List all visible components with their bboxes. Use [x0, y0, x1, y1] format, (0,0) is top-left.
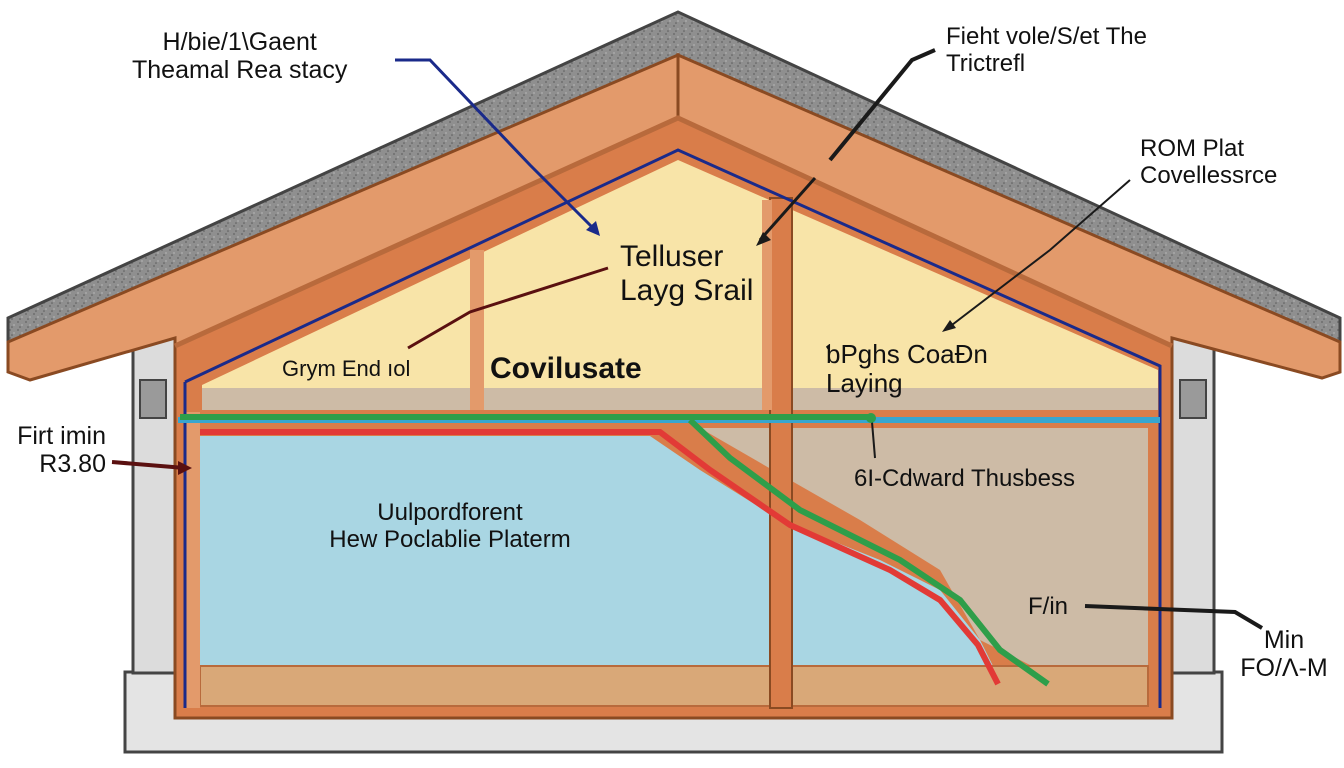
label-top-left-line2: Theamal Rea stacy [132, 56, 348, 84]
arrow-right-upper [942, 320, 956, 332]
junction-dot [866, 413, 876, 423]
leader-left-side [111, 460, 186, 470]
label-center-attic-line1: Telluser [620, 240, 724, 273]
label-right-upper-line1: ROM Plat [1140, 135, 1245, 162]
label-bottom-right: Min FO/Λ-M [1234, 626, 1334, 682]
leader-right-lower [1084, 604, 1264, 630]
floor-boards [199, 665, 1149, 707]
label-left-attic-line1: Grym End ıol [282, 356, 411, 381]
rafter-inner [173, 115, 1174, 349]
label-lower-center-line2: Hew Poclablie Platerm [329, 525, 571, 553]
leader-top-center-2 [758, 177, 817, 241]
right-vent [1179, 379, 1207, 419]
red-line [200, 429, 1001, 686]
left-vent [139, 379, 167, 419]
leader-lines [111, 48, 1264, 630]
label-bottom-right-line1: Min [1263, 626, 1305, 654]
label-lower-center: Uulpordforent Hew Poclablie Platerm [300, 499, 600, 554]
label-right-lower-line1: F/in [1028, 593, 1069, 620]
label-right-attic-line2: Laying [826, 368, 903, 399]
label-left-side-line2: R3.80 [39, 450, 106, 478]
right-inner-stud [762, 200, 772, 410]
label-top-center-line2: Trictrefl [946, 49, 1026, 77]
left-wall-stud [184, 412, 200, 708]
label-right-attic-line1: ƅPghs CoaĐn [826, 339, 988, 369]
label-lower-right-line1: 6I-Cdward Thusbess [854, 465, 1075, 492]
label-center-attic: Telluser Layg Srail [620, 240, 753, 307]
arrow-left-side [178, 461, 192, 475]
label-right-attic: ƅPghs CoaĐn Laying [826, 339, 988, 399]
arrow-top-center [756, 232, 771, 246]
leader-right-upper [947, 179, 1131, 329]
label-mid-attic: Covilusate [490, 352, 642, 386]
label-left-attic: Grym End ıol [282, 356, 411, 382]
tan-insulation [700, 428, 1148, 665]
label-top-center-line1: Fieht vole/S/et The [946, 23, 1147, 50]
center-stud [769, 197, 793, 709]
label-top-center: Fieht vole/S/et The Trictrefl [946, 23, 1147, 78]
label-top-left: H/bie/1\Gaent Theamal Rea stacy [132, 28, 347, 84]
arrow-top-left [586, 221, 600, 236]
label-left-side: Firt imin R3.80 [2, 422, 106, 478]
attic-insulation [202, 160, 1158, 408]
label-right-upper: ROM Plat Covellessrce [1140, 135, 1278, 190]
green-line-diagonal [687, 417, 1050, 687]
label-right-lower: F/in [1028, 593, 1069, 621]
label-right-upper-line2: Covellessrce [1140, 161, 1278, 189]
left-stud [470, 250, 484, 410]
label-mid-attic-line1: Covilusate [490, 352, 642, 385]
label-top-left-line1: H/bie/1\Gaent [162, 28, 317, 56]
roof [6, 10, 1342, 382]
label-lower-center-line1: Uulpordforent [377, 499, 523, 526]
label-center-attic-line2: Layg Srail [620, 273, 754, 307]
leader-top-left [395, 58, 600, 235]
label-lower-right: 6I-Cdward Thusbess [854, 465, 1075, 493]
leader-top-center [828, 48, 936, 162]
blue-insulation [200, 436, 1000, 680]
navy-line [183, 148, 1162, 708]
leader-lower-right [871, 421, 876, 459]
attic-floor-strip [202, 388, 1158, 410]
leader-center-attic [407, 266, 609, 350]
label-bottom-right-line2: FO/Λ-M [1240, 654, 1328, 682]
insulation-lines [178, 148, 1162, 708]
label-left-side-line1: Firt imin [17, 422, 106, 450]
house-body [173, 106, 1174, 720]
